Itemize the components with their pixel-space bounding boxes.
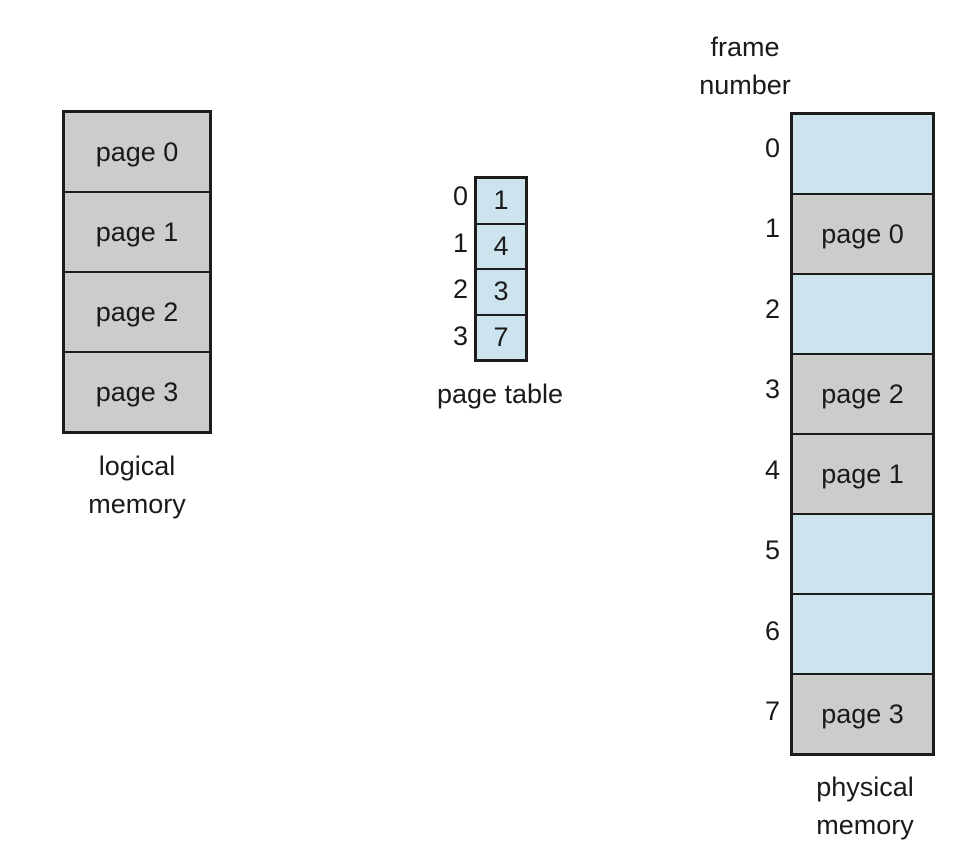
- frame-number: 7: [764, 696, 780, 727]
- frame-number: 2: [764, 293, 780, 324]
- page-table-entry: 1: [477, 179, 525, 225]
- frame-number: 5: [764, 535, 780, 566]
- page-table-entry: 7: [477, 315, 525, 359]
- page-table-index-column: 0 1 2 3: [440, 176, 468, 362]
- frame-number-column: 0 1 2 3 4 5 6 7: [752, 112, 780, 756]
- logical-page-label: page 1: [95, 216, 179, 247]
- physical-frame-label: page 2: [821, 378, 904, 409]
- logical-page-label: page 3: [95, 376, 179, 407]
- logical-page-cell: page 2: [65, 273, 209, 353]
- page-table-index: 2: [452, 274, 468, 305]
- frame-number: 1: [764, 213, 780, 244]
- page-table-index: 0: [452, 181, 468, 212]
- frame-number-heading: frame number: [699, 32, 791, 100]
- logical-memory-caption: logical memory: [88, 451, 186, 519]
- logical-page-cell: page 0: [65, 113, 209, 193]
- page-table-group: 0 1 2 3 1 4 3 7: [440, 176, 530, 362]
- physical-frame-cell: [793, 115, 932, 195]
- logical-memory-block: page 0 page 1 page 2 page 3: [62, 110, 212, 434]
- page-table-entry: 3: [477, 270, 525, 316]
- physical-frame-cell: page 0: [793, 195, 932, 275]
- frame-number: 4: [764, 454, 780, 485]
- physical-frame-label: page 0: [821, 218, 904, 249]
- physical-frame-cell: [793, 275, 932, 355]
- logical-page-cell: page 3: [65, 353, 209, 431]
- page-table-caption: page table: [436, 379, 564, 409]
- physical-frame-cell: page 2: [793, 355, 932, 435]
- physical-memory-group: 0 1 2 3 4 5 6 7 page 0 page 2 page 1: [752, 112, 935, 756]
- physical-frame-label: page 3: [821, 698, 904, 729]
- frame-number: 0: [764, 132, 780, 163]
- physical-memory-caption: physical memory: [816, 772, 914, 840]
- page-table-frame-value: 1: [493, 185, 509, 216]
- logical-page-label: page 2: [95, 296, 179, 327]
- frame-number: 3: [764, 374, 780, 405]
- page-table-frame-value: 7: [493, 321, 509, 352]
- physical-frame-cell: [793, 595, 932, 675]
- page-table-frame-value: 4: [493, 230, 509, 261]
- page-table-block: 1 4 3 7: [474, 176, 528, 362]
- physical-frame-cell: [793, 515, 932, 595]
- page-table-index: 1: [452, 227, 468, 258]
- logical-page-cell: page 1: [65, 193, 209, 273]
- page-table-frame-value: 3: [493, 276, 509, 307]
- frame-number: 6: [764, 615, 780, 646]
- physical-memory-block: page 0 page 2 page 1 page 3: [790, 112, 935, 756]
- physical-frame-label: page 1: [821, 458, 904, 489]
- page-table-index: 3: [452, 320, 468, 351]
- page-table-entry: 4: [477, 224, 525, 270]
- physical-frame-cell: page 1: [793, 435, 932, 515]
- logical-page-label: page 0: [95, 136, 179, 167]
- physical-frame-cell: page 3: [793, 675, 932, 753]
